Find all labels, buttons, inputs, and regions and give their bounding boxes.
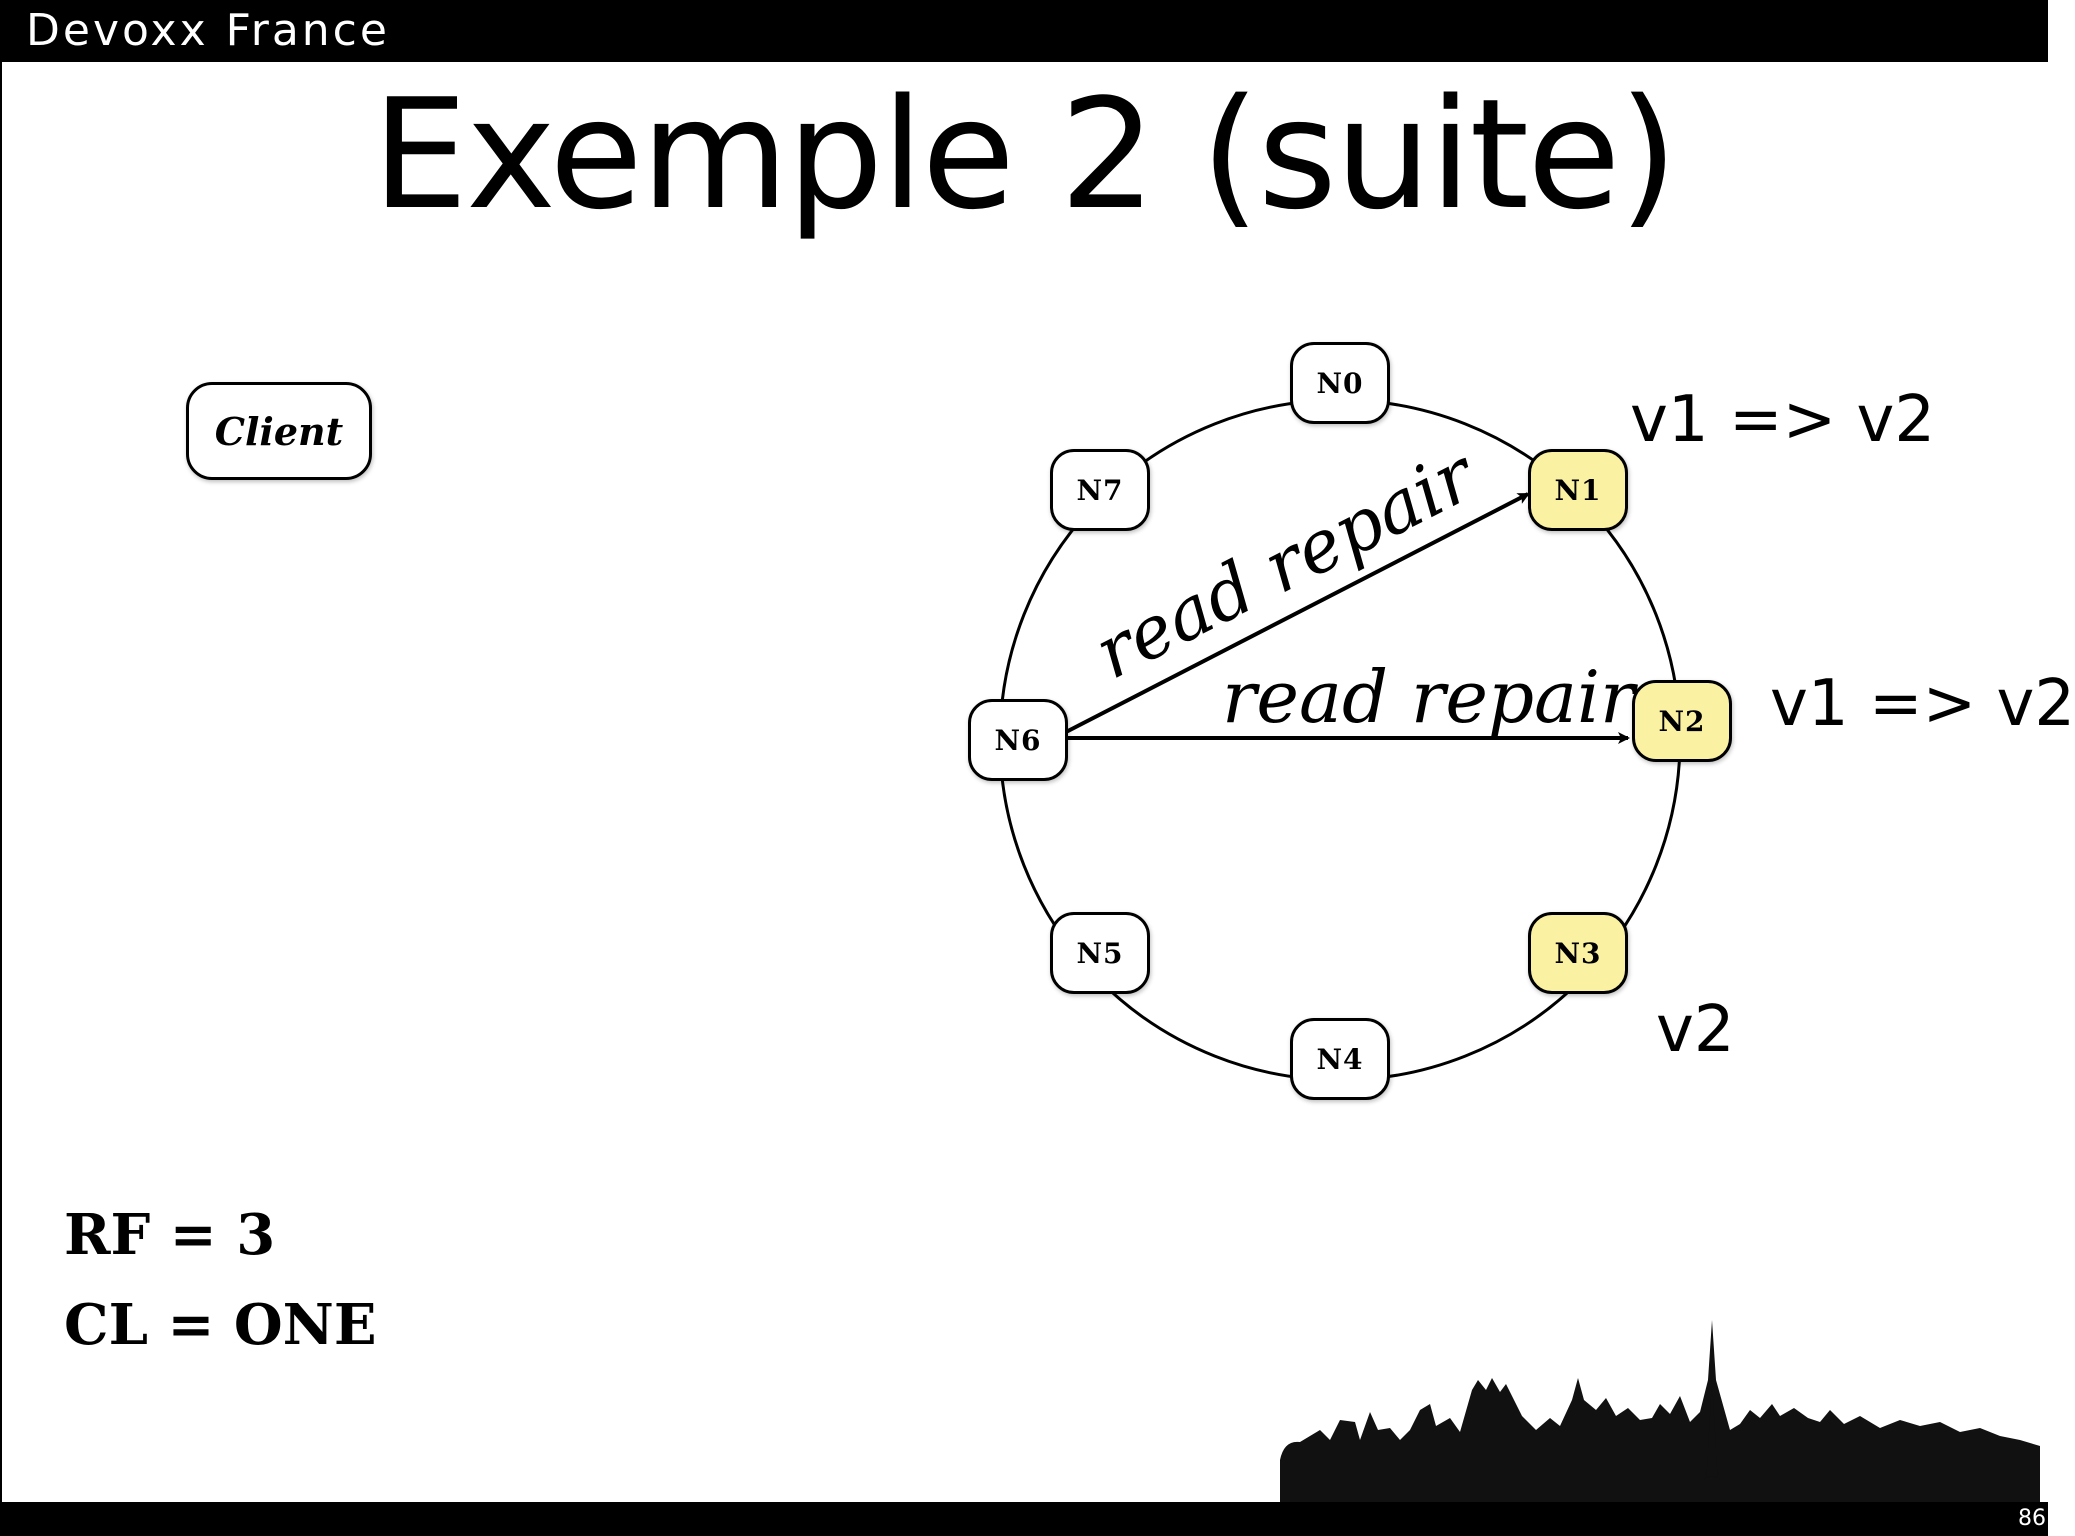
node-label: N4 (1316, 1042, 1364, 1076)
node-n4: N4 (1290, 1018, 1390, 1100)
edge-n6-n1 (1065, 492, 1530, 734)
bottom-bar (0, 1502, 2048, 1536)
brand-logo: Devoxx France (26, 5, 390, 56)
node-n6: N6 (968, 699, 1068, 781)
node-n2: N2 (1632, 680, 1732, 762)
version-n1: v1 => v2 (1630, 383, 1936, 457)
page-number: 86 (2018, 1506, 2046, 1531)
version-n2: v1 => v2 (1770, 667, 2075, 741)
node-n5: N5 (1050, 912, 1150, 994)
version-n3: v2 (1656, 993, 1735, 1067)
slide-frame (0, 62, 2, 1502)
node-label: N2 (1658, 704, 1706, 738)
node-n3: N3 (1528, 912, 1628, 994)
node-label: N1 (1554, 473, 1602, 507)
paris-skyline-icon (1280, 1320, 2040, 1502)
client-label: Client (214, 408, 344, 454)
node-n7: N7 (1050, 449, 1150, 531)
client-box: Client (186, 382, 372, 480)
consistency-level: CL = ONE (64, 1292, 377, 1358)
node-n0: N0 (1290, 342, 1390, 424)
node-label: N6 (994, 723, 1042, 757)
node-label: N7 (1076, 473, 1124, 507)
edge-label-n6-n2: read repair (1222, 655, 1638, 739)
node-label: N5 (1076, 936, 1124, 970)
replication-factor: RF = 3 (64, 1202, 276, 1268)
slide-title: Exemple 2 (suite) (372, 66, 1678, 243)
node-label: N3 (1554, 936, 1602, 970)
node-n1: N1 (1528, 449, 1628, 531)
node-label: N0 (1316, 366, 1364, 400)
top-bar: Devoxx France (0, 0, 2048, 62)
